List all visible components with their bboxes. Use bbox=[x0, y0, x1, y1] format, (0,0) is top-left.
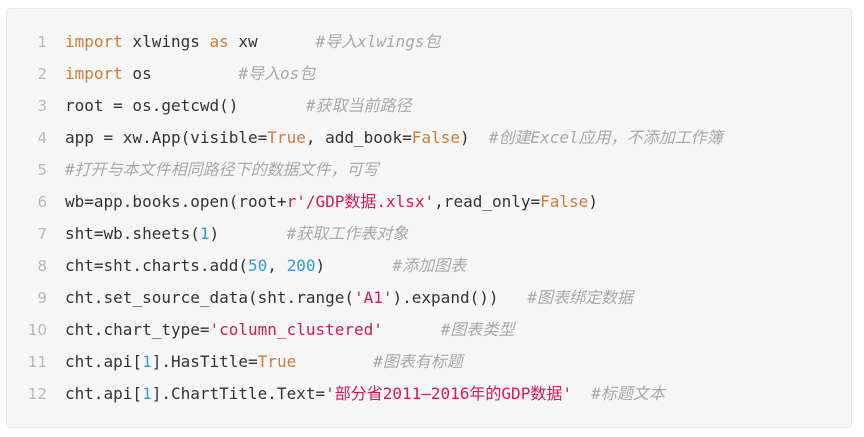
code-token-kw: import bbox=[65, 32, 123, 51]
code-token-bool: False bbox=[411, 128, 460, 147]
code-token: app = xw.App(visible= bbox=[65, 128, 268, 147]
code-token: cht.api[ bbox=[65, 352, 143, 371]
line-number: 8 bbox=[37, 257, 47, 275]
code-comment: #图表有标题 bbox=[373, 352, 463, 371]
code-line: 1 import xlwings as xw #导入xlwings包 bbox=[7, 26, 851, 58]
code-token: cht.chart_type= bbox=[65, 320, 210, 339]
code-line: 5 #打开与本文件相同路径下的数据文件，可写 bbox=[7, 154, 851, 186]
code-token-str: r'/GDP数据.xlsx' bbox=[286, 192, 435, 211]
code-comment: #图表绑定数据 bbox=[527, 288, 634, 307]
code-token: ,read_only= bbox=[434, 192, 541, 211]
code-token: ].HasTitle= bbox=[151, 352, 258, 371]
code-token-kw: as bbox=[209, 32, 229, 51]
code-token-str: 'A1' bbox=[353, 288, 393, 307]
code-comment: #创建Excel应用，不添加工作簿 bbox=[488, 128, 723, 147]
code-line: 11 cht.api[1].HasTitle=True #图表有标题 bbox=[7, 346, 851, 378]
code-token: cht.set_source_data(sht.range( bbox=[65, 288, 354, 307]
code-text: wb=app.books.open(root+r'/GDP数据.xlsx',re… bbox=[65, 186, 598, 218]
code-token: cht.api[ bbox=[65, 384, 143, 403]
line-number: 9 bbox=[37, 289, 47, 307]
code-line: 4 app = xw.App(visible=True, add_book=Fal… bbox=[7, 122, 851, 154]
line-number: 7 bbox=[37, 225, 47, 243]
code-token-kw: import bbox=[65, 64, 123, 83]
code-token-num: 200 bbox=[286, 256, 316, 275]
code-token-bool: True bbox=[267, 128, 306, 147]
code-comment: #导入xlwings包 bbox=[315, 32, 441, 51]
code-comment: #图表类型 bbox=[440, 320, 515, 339]
code-comment: #打开与本文件相同路径下的数据文件，可写 bbox=[65, 160, 379, 179]
code-token: xw bbox=[228, 32, 316, 51]
code-comment: #获取当前路径 bbox=[305, 96, 412, 115]
code-token: ) bbox=[209, 224, 287, 243]
code-token-bool: False bbox=[540, 192, 589, 211]
code-token-str: '部分省2011—2016年的GDP数据' bbox=[325, 384, 572, 403]
code-text: #打开与本文件相同路径下的数据文件，可写 bbox=[65, 154, 379, 186]
code-text: cht.api[1].ChartTitle.Text='部分省2011—2016… bbox=[65, 378, 665, 410]
code-line: 12 cht.api[1].ChartTitle.Text='部分省2011—20… bbox=[7, 378, 851, 410]
code-token: ) bbox=[588, 192, 598, 211]
line-number: 10 bbox=[27, 321, 47, 339]
code-text: sht=wb.sheets(1) #获取工作表对象 bbox=[65, 218, 408, 250]
line-number: 11 bbox=[27, 353, 47, 371]
code-token: ].ChartTitle.Text= bbox=[151, 384, 326, 403]
code-token: ).expand()) bbox=[392, 288, 528, 307]
line-number: 5 bbox=[37, 161, 47, 179]
code-line: 10 cht.chart_type='column_clustered' #图表类… bbox=[7, 314, 851, 346]
code-token: , add_book= bbox=[305, 128, 412, 147]
code-comment: #获取工作表对象 bbox=[286, 224, 409, 243]
code-token-num: 1 bbox=[142, 352, 152, 371]
code-token bbox=[296, 352, 373, 371]
code-text: app = xw.App(visible=True, add_book=Fals… bbox=[65, 122, 723, 154]
code-token: , bbox=[267, 256, 287, 275]
code-token bbox=[572, 384, 591, 403]
code-line: 9 cht.set_source_data(sht.range('A1').exp… bbox=[7, 282, 851, 314]
code-token: wb=app.books.open(root+ bbox=[65, 192, 287, 211]
code-token-num: 50 bbox=[248, 256, 268, 275]
code-token: xlwings bbox=[122, 32, 210, 51]
line-number: 4 bbox=[37, 129, 47, 147]
code-token bbox=[383, 320, 441, 339]
code-token: sht=wb.sheets( bbox=[65, 224, 200, 243]
code-line: 3 root = os.getcwd() #获取当前路径 bbox=[7, 90, 851, 122]
code-token: ) bbox=[315, 256, 393, 275]
code-token: os bbox=[122, 64, 239, 83]
code-line: 6 wb=app.books.open(root+r'/GDP数据.xlsx',r… bbox=[7, 186, 851, 218]
code-token-num: 1 bbox=[142, 384, 152, 403]
code-text: import xlwings as xw #导入xlwings包 bbox=[65, 26, 441, 58]
line-number: 2 bbox=[37, 65, 47, 83]
code-line: 2 import os #导入os包 bbox=[7, 58, 851, 90]
code-line: 7 sht=wb.sheets(1) #获取工作表对象 bbox=[7, 218, 851, 250]
code-text: cht.chart_type='column_clustered' #图表类型 bbox=[65, 314, 514, 346]
code-comment: #导入os包 bbox=[238, 64, 316, 83]
code-line: 8 cht=sht.charts.add(50, 200) #添加图表 bbox=[7, 250, 851, 282]
code-text: root = os.getcwd() #获取当前路径 bbox=[65, 90, 411, 122]
code-text: cht=sht.charts.add(50, 200) #添加图表 bbox=[65, 250, 466, 282]
code-comment: #标题文本 bbox=[591, 384, 665, 403]
code-token: ) bbox=[459, 128, 489, 147]
code-token-str: 'column_clustered' bbox=[209, 320, 383, 339]
code-text: import os #导入os包 bbox=[65, 58, 315, 90]
line-number: 3 bbox=[37, 97, 47, 115]
line-number: 6 bbox=[37, 193, 47, 211]
code-text: cht.set_source_data(sht.range('A1').expa… bbox=[65, 282, 633, 314]
code-token: root = os.getcwd() bbox=[65, 96, 306, 115]
code-token-bool: True bbox=[257, 352, 297, 371]
code-text: cht.api[1].HasTitle=True #图表有标题 bbox=[65, 346, 463, 378]
line-number: 12 bbox=[27, 385, 47, 403]
line-number: 1 bbox=[37, 33, 47, 51]
code-comment: #添加图表 bbox=[392, 256, 467, 275]
code-token: cht=sht.charts.add( bbox=[65, 256, 249, 275]
code-token-num: 1 bbox=[199, 224, 210, 243]
code-block: 1 import xlwings as xw #导入xlwings包 2 import… bbox=[6, 8, 852, 428]
